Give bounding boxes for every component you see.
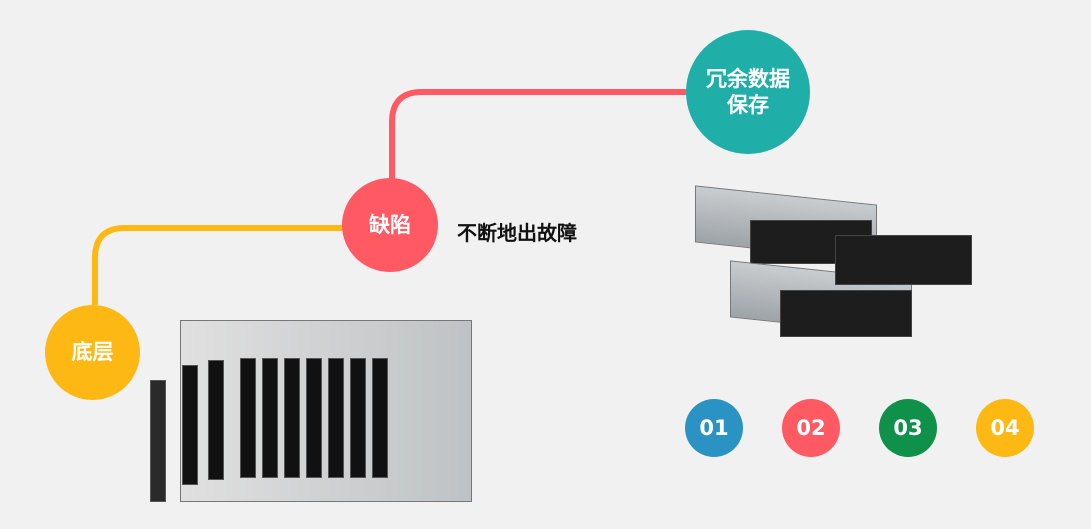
- node-label: 底层: [71, 340, 114, 365]
- node-redundant-storage: 冗余数据 保存: [686, 30, 810, 154]
- number-label: 03: [893, 415, 923, 440]
- yellow-connector: [92, 225, 345, 305]
- node-bottom-layer: 底层: [45, 305, 140, 400]
- number-badge-02: 02: [782, 399, 840, 457]
- node-defect: 缺陷: [342, 178, 438, 272]
- defect-note: 不断地出故障: [457, 221, 577, 245]
- node-label-line2: 保存: [727, 93, 769, 117]
- rack-servers-image: [695, 185, 985, 350]
- number-label: 01: [699, 415, 729, 440]
- number-label: 04: [990, 415, 1020, 440]
- number-badge-04: 04: [976, 399, 1034, 457]
- number-badge-03: 03: [879, 399, 937, 457]
- node-label: 缺陷: [369, 212, 411, 237]
- node-label-line1: 冗余数据: [706, 66, 790, 91]
- red-connector: [389, 89, 690, 180]
- number-label: 02: [796, 415, 826, 440]
- blade-server-image: [150, 320, 480, 520]
- number-badge-01: 01: [685, 399, 743, 457]
